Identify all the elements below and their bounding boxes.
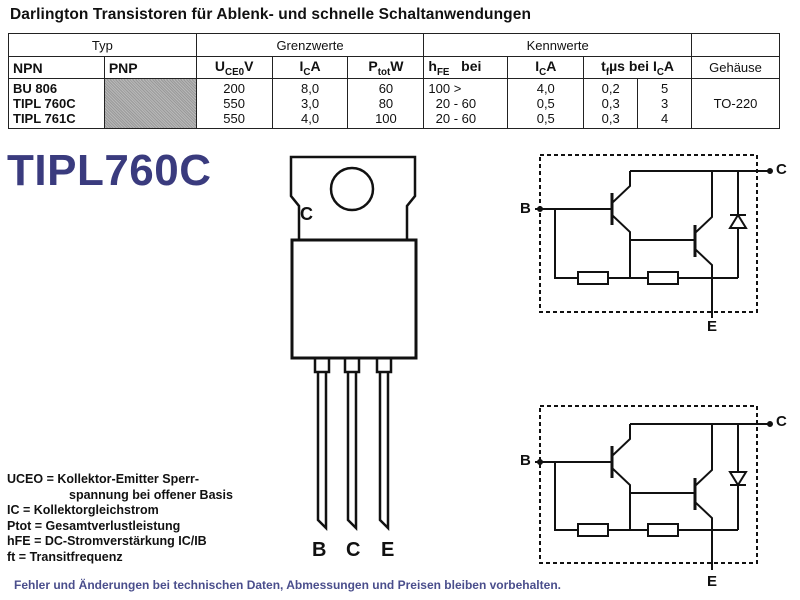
lead-left: [316, 372, 328, 532]
mounting-hole: [329, 166, 375, 212]
col-tf: tfµs bei ICA: [583, 56, 693, 79]
table-group-header: Typ Grenzwerte Kennwerte: [8, 33, 780, 57]
pin-label-b: B: [312, 539, 327, 561]
legend-line: IC = Kollektorgleichstrom: [7, 503, 159, 517]
tab-label: C: [300, 204, 313, 224]
lead-mid: [346, 372, 358, 532]
top-collector-label: C: [776, 161, 787, 178]
lead-mid-shoulder: [343, 356, 361, 374]
top-base-label: B: [520, 200, 531, 217]
legend-line: ft = Transitfrequenz: [7, 549, 123, 564]
pin-label-c: C: [346, 539, 361, 561]
page-title: Darlington Transistoren für Ablenk- und …: [10, 6, 532, 23]
legend-line: spannung bei offener Basis: [69, 487, 233, 502]
abbreviation-legend: UCEO = Kollektor-Emitter Sperr- spannung…: [7, 472, 233, 565]
schematic-boundary: [539, 154, 758, 313]
bottom-emitter-label: E: [707, 573, 718, 590]
lead-right-shoulder: [375, 356, 393, 374]
lead-left-shoulder: [313, 356, 331, 374]
table-column-header: NPN PNP UCE0V ICA PtotW hFE bei ICA tfµs…: [8, 56, 780, 79]
cell-package: TO-220: [691, 78, 780, 129]
top-emitter-label: E: [707, 318, 718, 335]
cell-pnp: [103, 78, 197, 129]
spec-table: Typ Grenzwerte Kennwerte NPN PNP UCE0V I…: [8, 33, 780, 129]
legend-line: Ptot = Gesamtverlustleistung: [7, 518, 181, 533]
bottom-collector-label: C: [776, 413, 787, 430]
part-number-heading: TIPL760C: [7, 146, 212, 195]
bottom-base-label: B: [520, 452, 531, 469]
lead-right: [378, 372, 390, 532]
group-typ: Typ: [8, 33, 197, 57]
group-kennwerte: Kennwerte: [423, 33, 693, 57]
disclaimer-footer: Fehler und Änderungen bei technischen Da…: [14, 578, 561, 592]
legend-line: hFE = DC-Stromverstärkung IC/IB: [7, 534, 207, 548]
cell-hfe: 100 > 20 - 60 20 - 60: [423, 78, 509, 129]
legend-line: UCEO = Kollektor-Emitter Sperr-: [7, 472, 200, 486]
col-package: Gehäuse: [691, 56, 780, 79]
col-uceo: UCE0V: [195, 56, 273, 79]
pin-label-e: E: [381, 539, 395, 561]
